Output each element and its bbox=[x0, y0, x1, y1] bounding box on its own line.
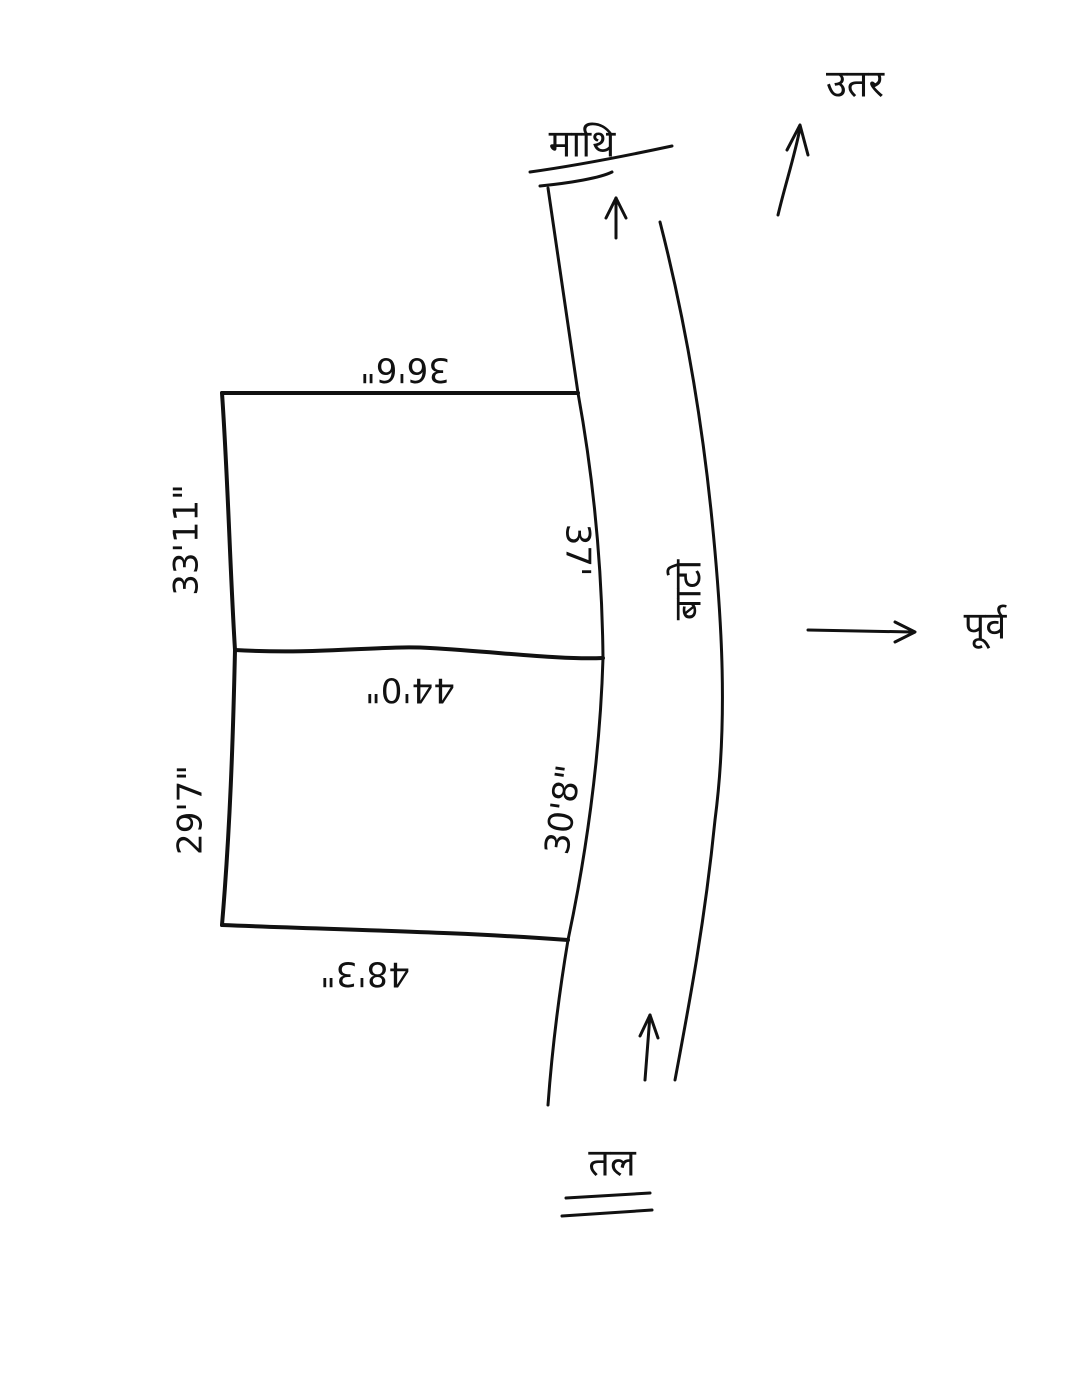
lower-road-dimension: 30'8" bbox=[537, 762, 589, 857]
upper-top-dimension: 36'6" bbox=[360, 350, 450, 390]
shared-boundary-dimension: 44'0" bbox=[365, 670, 455, 710]
upper-left-dimension: 33'11" bbox=[167, 484, 207, 596]
plot-upper-left-boundary bbox=[220, 391, 237, 652]
bottom-direction-label: तल bbox=[588, 1141, 637, 1185]
top-underline bbox=[528, 144, 674, 174]
road-label: बाटो bbox=[666, 559, 710, 621]
plot-shared-boundary bbox=[233, 645, 605, 661]
bottom-underline-2 bbox=[560, 1208, 654, 1218]
upper-road-dimension: 37' bbox=[558, 524, 598, 577]
plot-lower-bottom-boundary bbox=[220, 923, 570, 942]
lower-bottom-dimension: 48'3" bbox=[320, 954, 410, 994]
bottom-underline-1 bbox=[564, 1191, 652, 1200]
road-direction-arrow-lower-icon bbox=[638, 1013, 660, 1082]
lower-left-dimension: 29'7" bbox=[171, 765, 211, 855]
north-label: उतर bbox=[826, 62, 885, 106]
road-left-edge bbox=[546, 186, 605, 1107]
road-right-edge bbox=[658, 220, 724, 1082]
east-label: पूर्व bbox=[964, 604, 1008, 650]
north-arrow-icon bbox=[776, 123, 810, 217]
road-top-end bbox=[538, 170, 614, 188]
road-direction-arrow-up-icon bbox=[604, 196, 628, 240]
plot-lower-left-boundary bbox=[220, 648, 237, 927]
east-arrow-icon bbox=[806, 620, 917, 644]
